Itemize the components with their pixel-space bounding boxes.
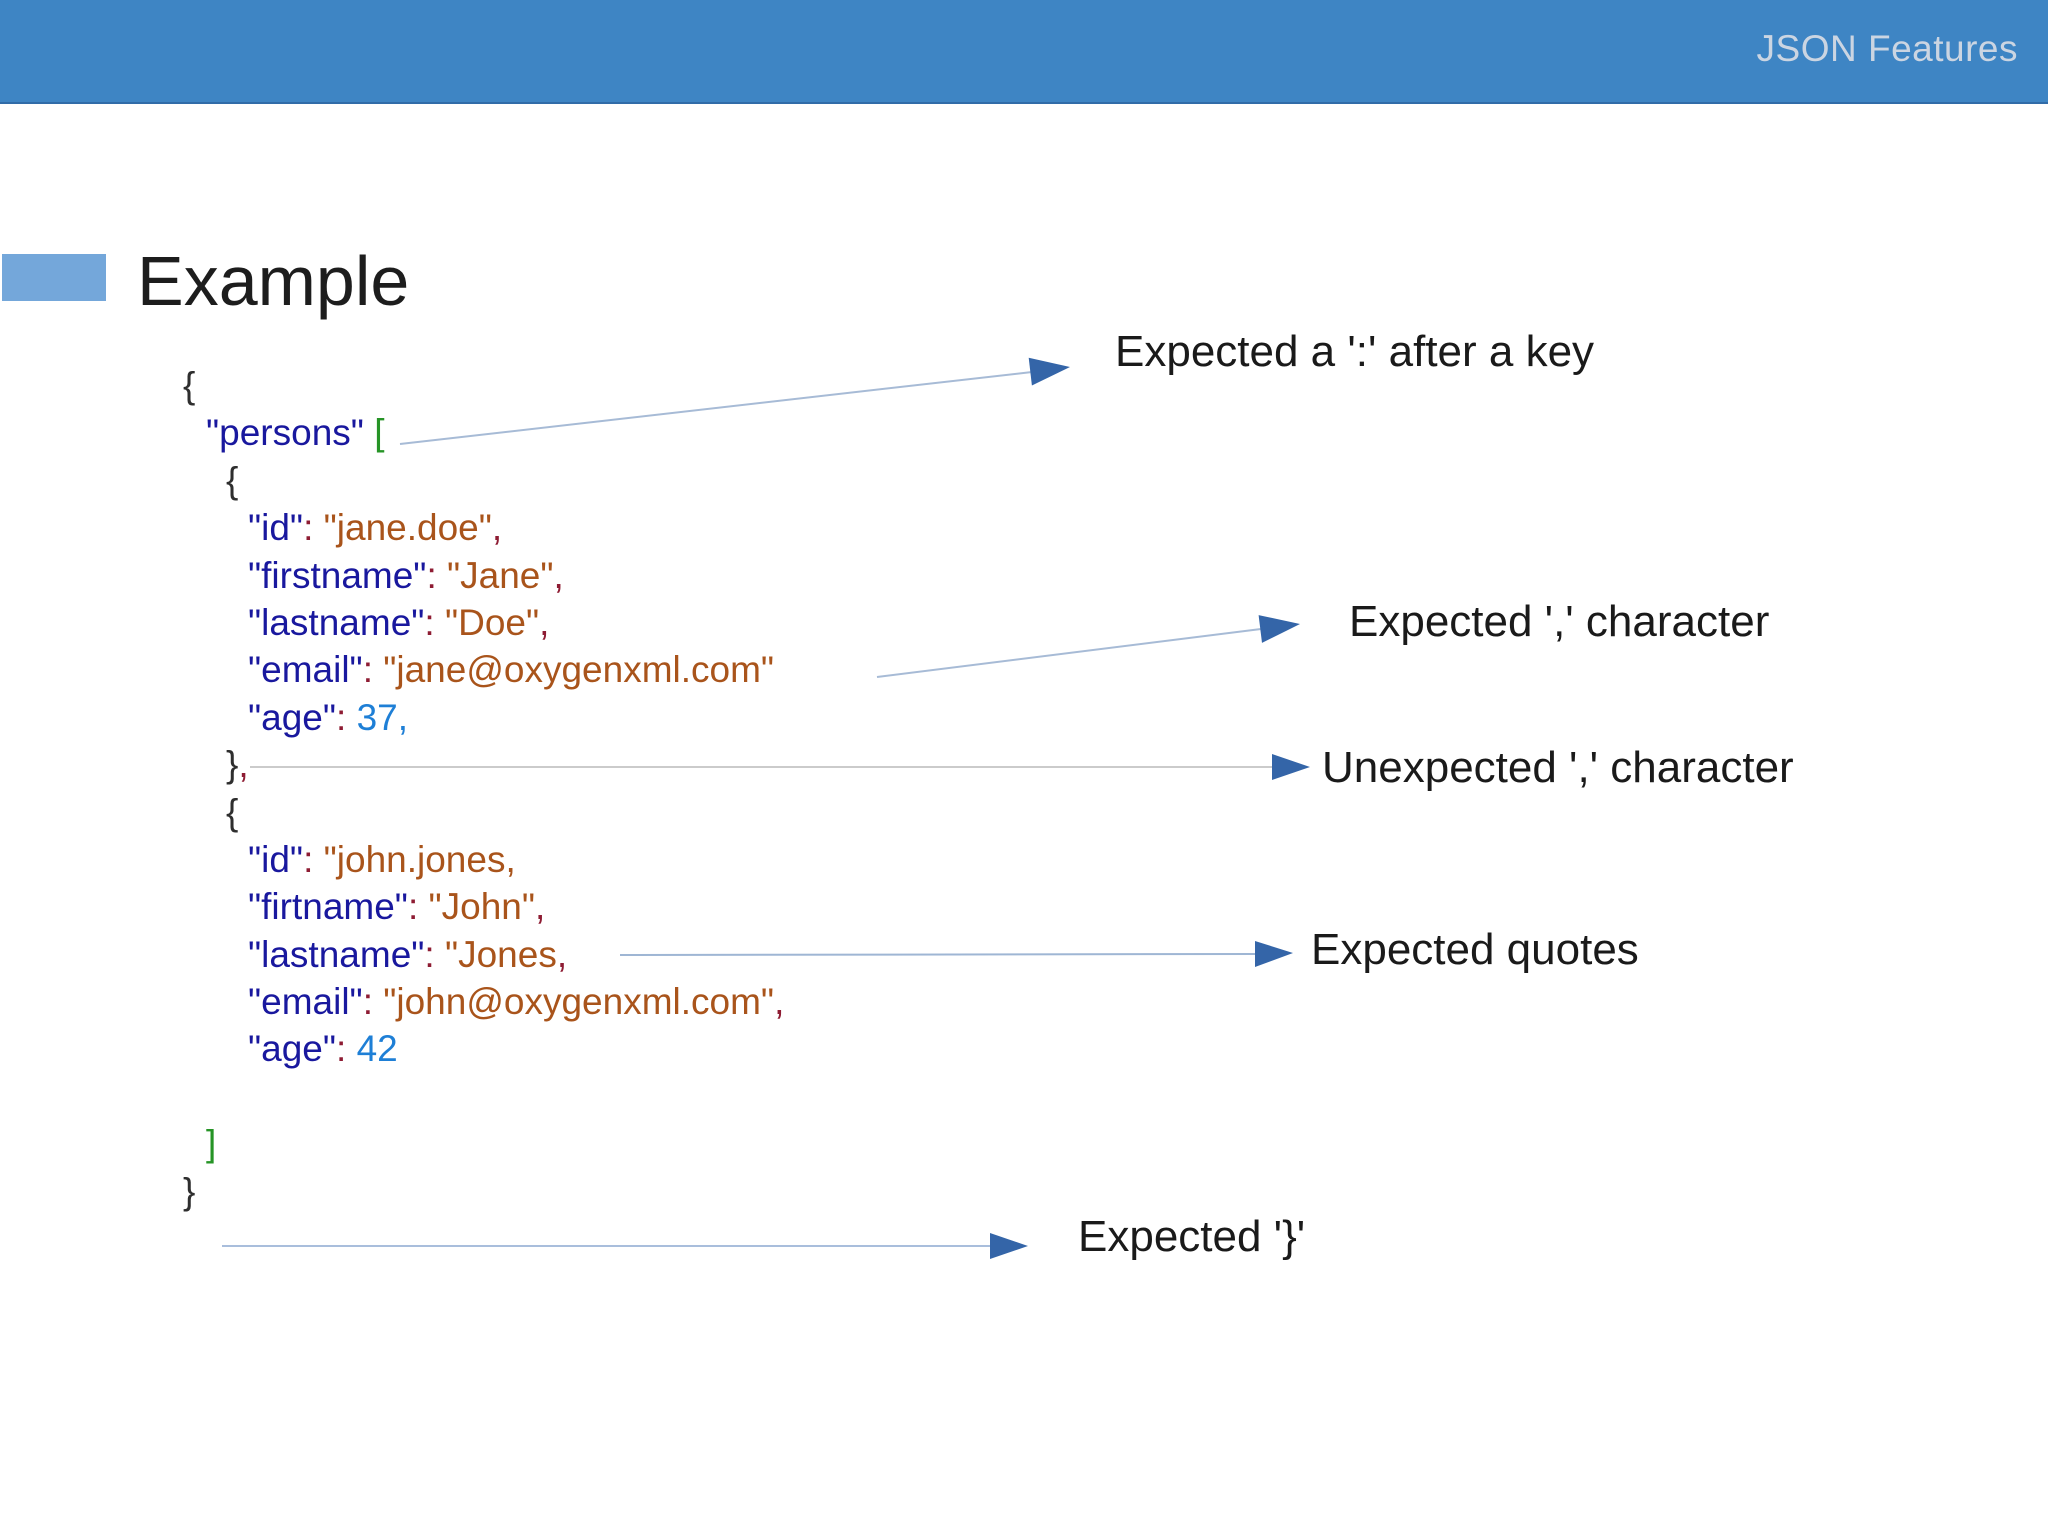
code-token-punct: , [535, 886, 546, 928]
code-token-bracket: ] [206, 1123, 217, 1165]
code-token-punct: , [553, 554, 564, 596]
code-token-key: "firstname" [248, 554, 427, 596]
code-line [183, 1073, 784, 1120]
annotation-expected-closing-brace: Expected '}' [1078, 1212, 1306, 1261]
code-line: { [183, 457, 784, 504]
code-token-string: "jane@oxygenxml.com" [383, 649, 775, 691]
annotation-expected-quotes: Expected quotes [1311, 925, 1639, 974]
deck-title: JSON Features [1756, 28, 2018, 69]
code-token-punct: : [424, 601, 445, 643]
code-token-plain [364, 412, 374, 453]
code-token-string: "John" [428, 886, 536, 928]
code-line: ] [183, 1120, 784, 1167]
code-line: }, [183, 741, 784, 788]
code-token-string: "Doe" [444, 601, 540, 643]
title-accent-bar [2, 254, 106, 301]
code-token-punct: , [556, 933, 568, 975]
annotation-expected-colon: Expected a ':' after a key [1115, 327, 1595, 376]
code-token-string: "john.jones, [323, 838, 516, 880]
code-token-string: "Jane" [447, 554, 554, 596]
code-token-bracket: [ [374, 412, 385, 454]
code-line: "lastname": "Doe", [183, 599, 784, 646]
code-token-punct: , [491, 507, 503, 549]
code-token-punct: : [362, 649, 384, 691]
code-token-punct: : [426, 554, 447, 596]
code-line: "age": 37, [183, 694, 784, 741]
code-token-key: "age" [248, 696, 337, 738]
code-token-string: "jane.doe" [323, 507, 492, 549]
code-token-punct: : [407, 886, 429, 928]
code-token-key: "lastname" [248, 933, 425, 975]
page-title: Example [137, 242, 410, 320]
code-token-number: 37, [356, 696, 409, 738]
arrow-expected-closing-brace [222, 1233, 1028, 1259]
top-bar: JSON Features [0, 0, 2048, 104]
code-line: "email": "jane@oxygenxml.com" [183, 646, 784, 693]
code-line: "lastname": "Jones, [183, 931, 784, 978]
code-token-punct: : [336, 1028, 357, 1070]
code-line: "firstname": "Jane", [183, 552, 784, 599]
code-token-punct: , [539, 601, 550, 643]
code-line: "id": "jane.doe", [183, 504, 784, 551]
code-token-brace: } [226, 744, 239, 786]
code-token-key: "persons" [206, 412, 364, 454]
code-token-key: "firtname" [248, 886, 408, 928]
code-token-key: "id" [248, 507, 304, 549]
code-line: "firtname": "John", [183, 883, 784, 930]
code-token-punct: : [424, 933, 445, 975]
code-token-key: "lastname" [248, 601, 425, 643]
code-line: "age": 42 [183, 1025, 784, 1072]
code-token-brace: } [183, 1170, 196, 1212]
code-token-key: "email" [248, 649, 363, 691]
code-token-punct: : [303, 507, 324, 549]
code-line: "email": "john@oxygenxml.com", [183, 978, 784, 1025]
code-token-brace: { [183, 365, 196, 406]
code-token-punct: , [238, 744, 249, 786]
code-token-brace: { [226, 791, 239, 833]
code-token-punct: : [336, 696, 357, 738]
arrow-expected-comma [876, 615, 1300, 678]
code-token-string: "john@oxygenxml.com" [383, 981, 775, 1023]
annotation-expected-comma: Expected ',' character [1349, 597, 1770, 646]
code-token-number: 42 [356, 1028, 398, 1070]
code-token-key: "email" [248, 981, 363, 1023]
code-token-punct: : [303, 838, 324, 880]
code-token-punct: , [774, 981, 785, 1023]
code-line: { [183, 362, 784, 409]
code-line: } [183, 1168, 784, 1215]
code-line: { [183, 789, 784, 836]
code-token-brace: { [226, 459, 239, 501]
code-token-punct: : [362, 981, 384, 1023]
code-line: "id": "john.jones, [183, 836, 784, 883]
annotation-unexpected-comma: Unexpected ',' character [1322, 743, 1794, 792]
code-line: "persons" [ [183, 409, 784, 456]
code-token-key: "id" [248, 838, 304, 880]
json-code-block: {"persons" [{"id": "jane.doe","firstname… [183, 362, 784, 1215]
code-token-key: "age" [248, 1028, 337, 1070]
code-token-string: "Jones [444, 933, 557, 975]
